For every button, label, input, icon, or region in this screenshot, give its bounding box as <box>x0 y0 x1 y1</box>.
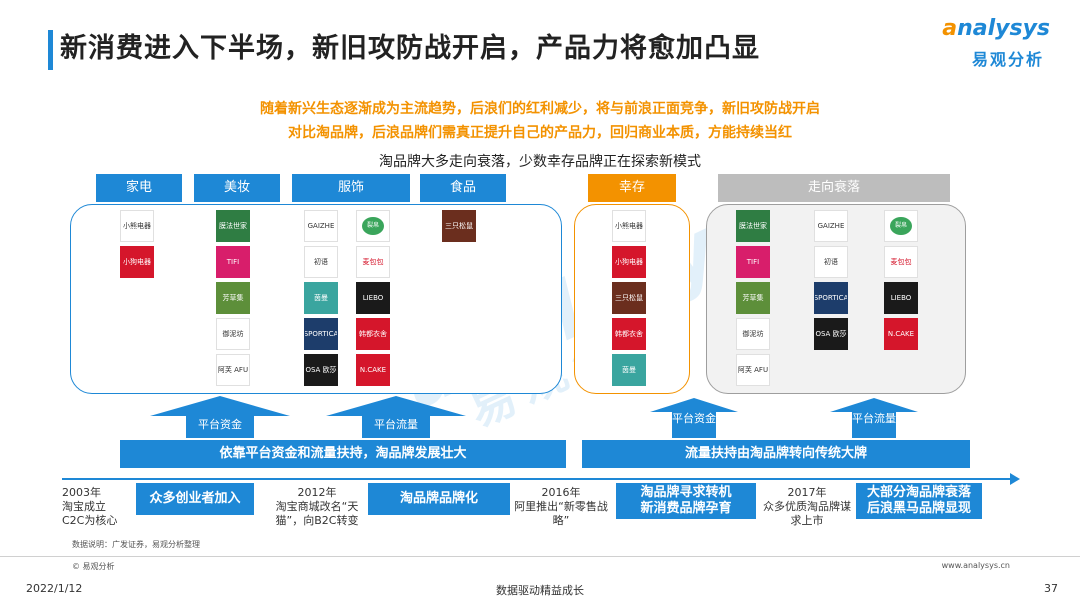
category-food: 食品 <box>420 174 506 202</box>
brand-logo: SPORTICA <box>304 318 338 350</box>
logo-english: analysys <box>942 16 1050 41</box>
brand-logo: 膜法世家 <box>736 210 770 242</box>
brand-logo: 芳草集 <box>216 282 250 314</box>
brand-logo: 小狗电器 <box>612 246 646 278</box>
category-survived: 幸存 <box>588 174 676 202</box>
brand-logo: 韩都衣舍 <box>612 318 646 350</box>
intro-line-3: 淘品牌大多走向衰落，少数幸存品牌正在探索新模式 <box>379 154 701 170</box>
brand-logo: 三只松鼠 <box>442 210 476 242</box>
brand-logo: 裂帛 <box>356 210 390 242</box>
brand-logo: 御泥坊 <box>736 318 770 350</box>
title-accent-bar <box>48 30 53 70</box>
brand-logo: LIEBO <box>884 282 918 314</box>
brand-logo: N.CAKE <box>356 354 390 386</box>
category-apparel: 服饰 <box>292 174 410 202</box>
arrow-label-platform-funds: 平台资金 <box>198 418 242 431</box>
source-note: 数据说明：广发证券，易观分析整理 <box>72 540 200 549</box>
logo-chinese: 易观分析 <box>971 50 1044 69</box>
brand-logo: 茵曼 <box>612 354 646 386</box>
arrow-label-platform-traffic-2: 平台流量 <box>852 412 896 425</box>
up-arrow-icon <box>150 396 290 438</box>
category-declining: 走向衰落 <box>718 174 950 202</box>
arrow-label-platform-traffic: 平台流量 <box>374 418 418 431</box>
category-appliance: 家电 <box>96 174 182 202</box>
timeline-2012: 2012年 淘宝商城改名“天猫”，向B2C转变 <box>275 486 359 527</box>
brand-logo: SPORTICA <box>814 282 848 314</box>
analysys-logo: analysys 易观分析 <box>930 16 1050 72</box>
brand-logo: 麦包包 <box>884 246 918 278</box>
timeline-box-2: 淘品牌品牌化 <box>368 483 510 515</box>
up-arrow-icon <box>830 398 918 438</box>
footer-divider <box>0 556 1080 557</box>
arrow-label-platform-funds-2: 平台资金 <box>672 412 716 425</box>
footer-date: 2022/1/12 <box>26 582 83 595</box>
category-beauty: 美妆 <box>194 174 280 202</box>
website: www.analysys.cn <box>941 561 1010 570</box>
brand-logo: 韩都衣舍 <box>356 318 390 350</box>
timeline-box-4: 大部分淘品牌衰落 后浪黑马品牌显现 <box>856 483 982 519</box>
band-left: 依靠平台资金和流量扶持，淘品牌发展壮大 <box>120 440 566 468</box>
timeline-2016: 2016年 阿里推出“新零售战略” <box>514 486 608 527</box>
footer-slogan: 数据驱动精益成长 <box>496 584 584 597</box>
up-arrow-icon <box>650 398 738 438</box>
brand-logo: OSA 欧莎 <box>814 318 848 350</box>
intro-line-1: 随着新兴生态逐渐成为主流趋势，后浪们的红利减少，将与前浪正面竞争，新旧攻防战开启 <box>260 101 820 117</box>
brand-logo: 麦包包 <box>356 246 390 278</box>
brand-logo: 裂帛 <box>884 210 918 242</box>
intro-line-2: 对比淘品牌，后浪品牌们需真正提升自己的产品力，回归商业本质，方能持续当红 <box>288 125 792 141</box>
brand-logo: N.CAKE <box>884 318 918 350</box>
brand-logo: 阿芙 AFU <box>736 354 770 386</box>
timeline-2003: 2003年 淘宝成立 C2C为核心 <box>62 486 118 527</box>
band-right: 流量扶持由淘品牌转向传统大牌 <box>582 440 970 468</box>
brand-logo: 小狗电器 <box>120 246 154 278</box>
brand-logo: 小熊电器 <box>612 210 646 242</box>
timeline-box-3: 淘品牌寻求转机 新消费品牌孕育 <box>616 483 756 519</box>
timeline-box-1: 众多创业者加入 <box>136 483 254 515</box>
timeline-arrow-icon <box>1010 473 1020 485</box>
brand-logo: 芳草集 <box>736 282 770 314</box>
up-arrow-icon <box>326 396 466 438</box>
brand-logo: 膜法世家 <box>216 210 250 242</box>
timeline-2017: 2017年 众多优质淘品牌谋求上市 <box>763 486 851 527</box>
brand-logo: OSA 欧莎 <box>304 354 338 386</box>
copyright: © 易观分析 <box>72 562 115 571</box>
brand-logo: 初语 <box>304 246 338 278</box>
brand-logo: TIFI <box>216 246 250 278</box>
brand-logo: 三只松鼠 <box>612 282 646 314</box>
brand-logo: GAIZHE <box>814 210 848 242</box>
brand-logo: TIFI <box>736 246 770 278</box>
brand-logo: GAIZHE <box>304 210 338 242</box>
brand-logo: 初语 <box>814 246 848 278</box>
brand-logo: 茵曼 <box>304 282 338 314</box>
brand-logo: 阿芙 AFU <box>216 354 250 386</box>
brand-logo: 小熊电器 <box>120 210 154 242</box>
page-number: 37 <box>1044 582 1058 595</box>
brand-logo: 御泥坊 <box>216 318 250 350</box>
timeline-axis <box>62 478 1012 480</box>
brand-logo: LIEBO <box>356 282 390 314</box>
page-title: 新消费进入下半场，新旧攻防战开启，产品力将愈加凸显 <box>60 33 760 64</box>
